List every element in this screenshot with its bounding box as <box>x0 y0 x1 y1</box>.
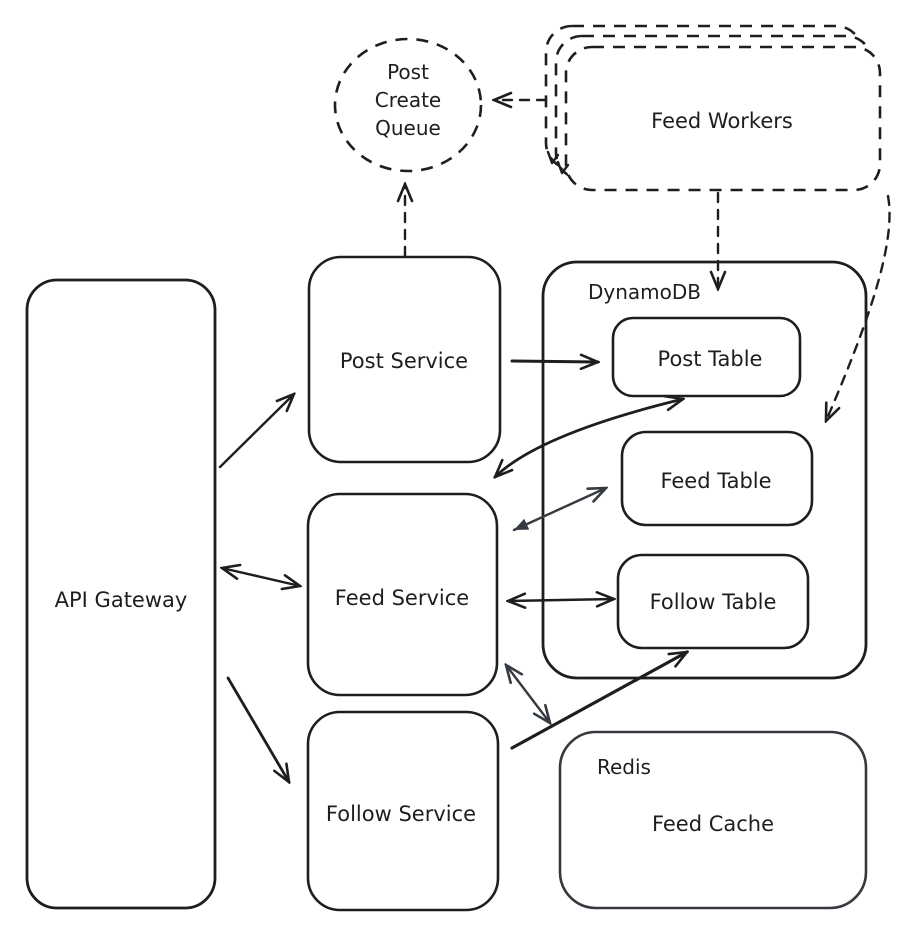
node-feed-table: Feed Table <box>620 430 814 527</box>
follow-service-label: Follow Service <box>326 802 476 826</box>
arrow-feed-service-follow-table <box>508 599 614 601</box>
node-follow-table: Follow Table <box>616 553 810 650</box>
post-table-label: Post Table <box>658 347 763 371</box>
node-post-service: Post Service <box>307 255 502 464</box>
arrow-feed-service-post-table <box>495 399 683 477</box>
node-feed-workers: Feed Workers <box>544 24 882 192</box>
arrow-feed-service-feed-table <box>512 488 606 532</box>
dynamodb-label: DynamoDB <box>588 280 701 304</box>
stack-hook-1 <box>546 150 560 165</box>
arrow-feed-workers-to-feed-table <box>826 194 891 421</box>
post-create-queue-circle <box>333 37 483 173</box>
follow-table-label: Follow Table <box>650 590 777 614</box>
post-service-label: Post Service <box>340 349 468 373</box>
arrow-api-gateway-to-follow-service <box>226 676 289 782</box>
arrow-api-gateway-to-post-service <box>218 394 294 469</box>
feed-cache-label: Feed Cache <box>652 812 774 836</box>
arrow-follow-service-to-follow-table <box>510 652 687 750</box>
redis-label: Redis <box>597 755 651 779</box>
post-table-box <box>611 316 802 398</box>
stack-hook-2 <box>556 160 570 175</box>
arrow-api-gateway-feed-service <box>222 568 300 586</box>
feed-workers-box-front <box>564 45 882 192</box>
feed-service-box <box>306 492 499 697</box>
node-follow-service: Follow Service <box>306 710 500 912</box>
feed-table-label: Feed Table <box>660 469 771 493</box>
api-gateway-label: API Gateway <box>55 588 188 612</box>
feed-workers-label: Feed Workers <box>651 109 793 133</box>
node-post-table: Post Table <box>611 316 802 398</box>
queue-label-line3: Queue <box>375 116 441 140</box>
queue-label-line2: Create <box>375 88 441 112</box>
follow-service-box <box>306 710 500 912</box>
feed-service-label: Feed Service <box>335 586 469 610</box>
arrow-post-service-to-post-table <box>510 361 598 362</box>
node-redis: Redis Feed Cache <box>558 730 868 910</box>
api-gateway-box <box>25 278 217 910</box>
queue-label-line1: Post <box>387 60 429 84</box>
follow-table-box <box>616 553 810 650</box>
node-feed-service: Feed Service <box>306 492 499 697</box>
node-api-gateway: API Gateway <box>25 278 217 910</box>
redis-container-box <box>558 730 868 910</box>
node-post-create-queue: Post Create Queue <box>333 37 483 173</box>
arrow-feed-service-redis <box>506 665 550 723</box>
